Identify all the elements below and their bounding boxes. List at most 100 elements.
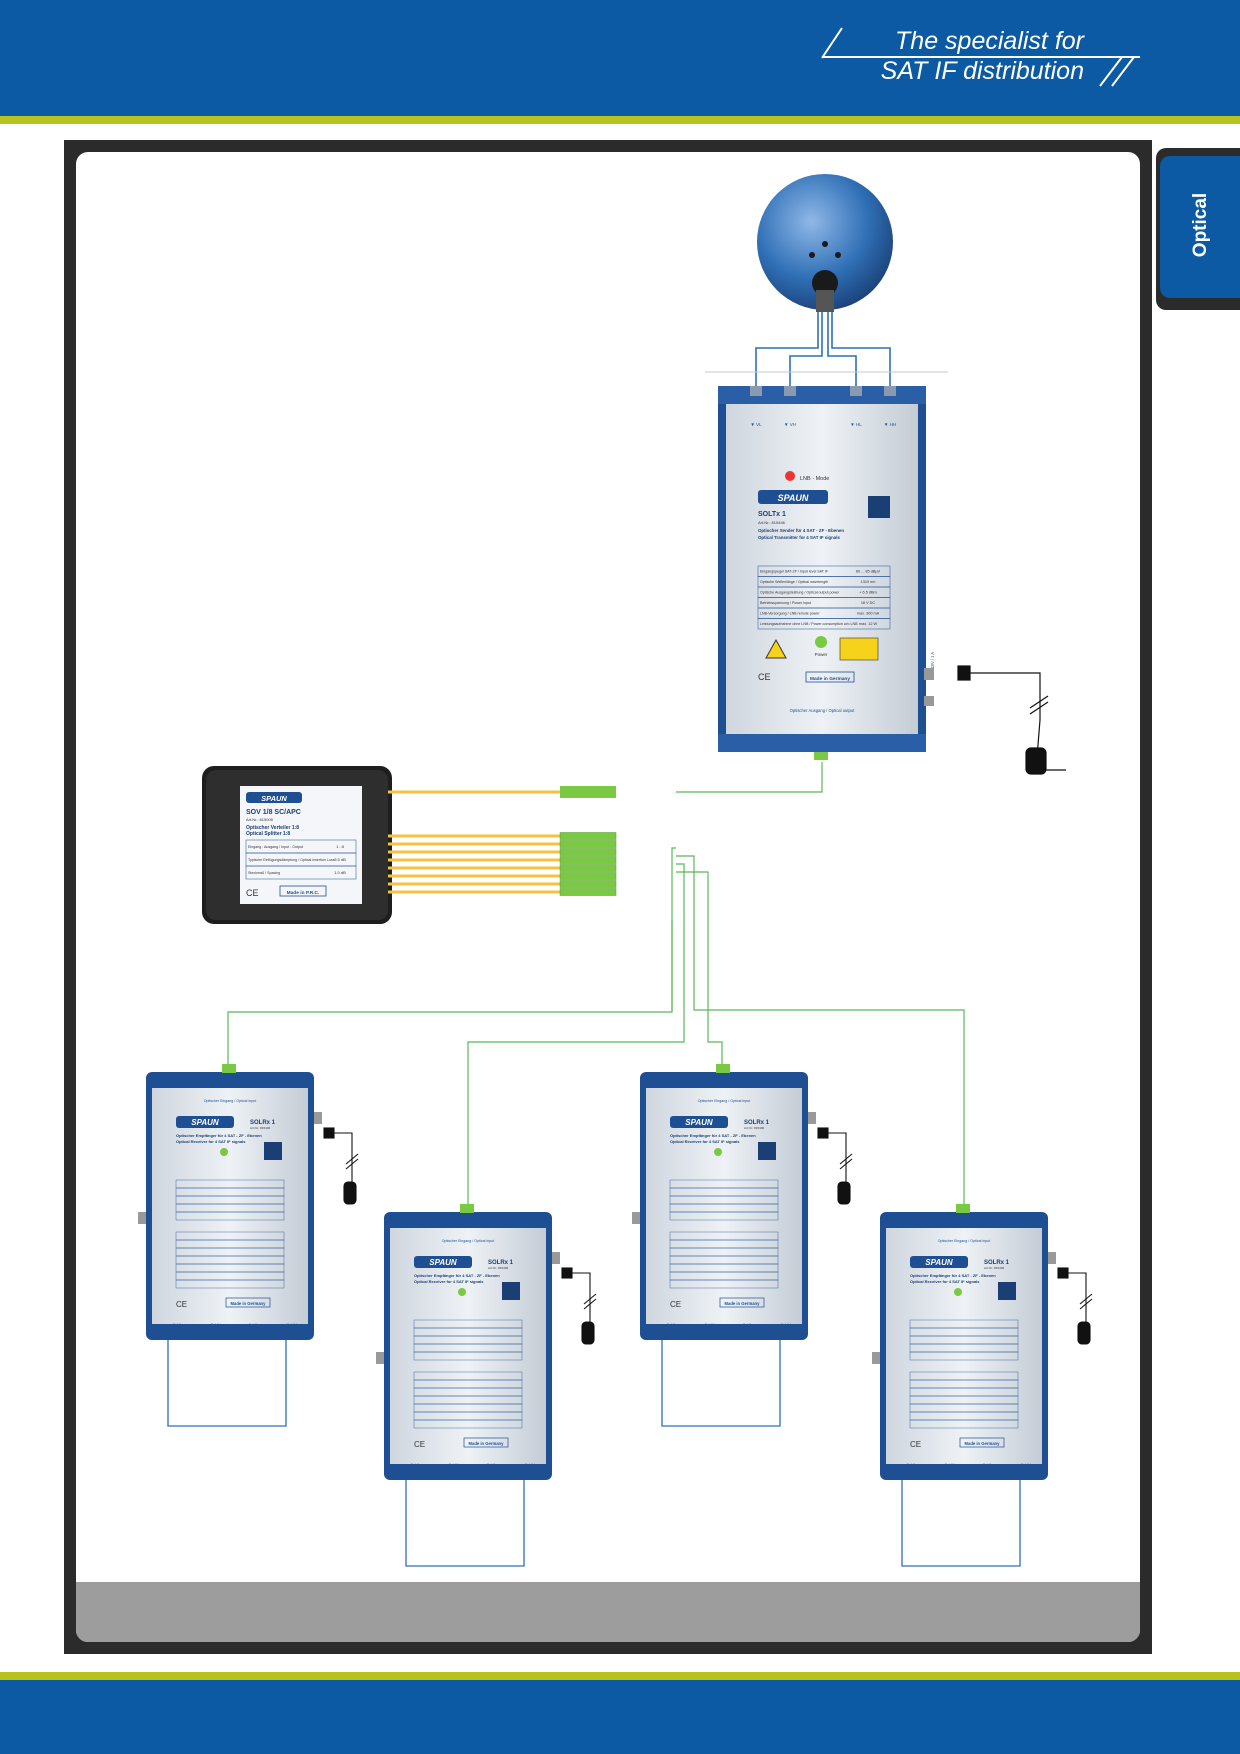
- input-label: ▼ HH: [884, 422, 896, 427]
- fiber-routes-to-receivers: [227, 847, 965, 1210]
- splitter-spec-value: 1 : 8: [336, 844, 345, 849]
- receiver-output-label: ▼ VH: [944, 1462, 955, 1467]
- spec-value: 60 ... 85 dBµV: [856, 570, 881, 574]
- spec-label: Optische Ausgangsleistung / Optical outp…: [760, 591, 840, 595]
- receiver-power-adapter: [817, 1127, 853, 1205]
- receiver-output-label: ▼ VH: [210, 1322, 221, 1327]
- output-sc-connector: [559, 840, 617, 848]
- receiver-power-led: [220, 1148, 228, 1156]
- footer-bar: [0, 1680, 1240, 1754]
- splitter-desc-en: Optical Splitter 1:8: [246, 831, 290, 837]
- qr-code: [868, 496, 890, 518]
- receiver-ce-mark: CE: [670, 1300, 681, 1309]
- receiver-power-led: [954, 1288, 962, 1296]
- receiver-desc-en: Optical Receiver for 4 SAT IF signals: [910, 1279, 980, 1284]
- receiver-desc-en: Optical Receiver for 4 SAT IF signals: [414, 1279, 484, 1284]
- receiver-power-adapter: [561, 1267, 597, 1345]
- receiver-ce-mark: CE: [910, 1440, 921, 1449]
- receiver-input-label: Optischer Eingang / Optical input: [204, 1099, 257, 1103]
- receiver-output-label: ▼ VH: [704, 1322, 715, 1327]
- receiver-model: SOLRx 1: [984, 1260, 1010, 1266]
- splitter-model: SOV 1/8 SC/APC: [246, 809, 301, 816]
- spec-value: + 6.5 dBm: [859, 591, 876, 595]
- transmitter-made-in: Made in Germany: [810, 676, 850, 682]
- transmitter-inputs: ▼ VL▼ VH▼ HL▼ HH: [750, 386, 896, 427]
- receiver-desc-de: Optischer Empfänger für 4 SAT - ZF - Ebe…: [670, 1133, 756, 1138]
- receiver-coax-loop: [901, 1480, 1021, 1567]
- splitter-spec-table: Eingang : Ausgang / Input : Output 1 : 8 T…: [245, 839, 357, 880]
- optical-output-port: [814, 752, 828, 760]
- spec-value: max. 12 W: [859, 622, 878, 626]
- lnb-coax-cables: [755, 312, 891, 388]
- spaun-logo: [758, 490, 828, 504]
- splitter-fiber-pigtails: [388, 786, 617, 896]
- receiver-qr-code: [758, 1142, 776, 1160]
- input-label: ▼ VL: [750, 422, 762, 427]
- spec-value: 18 V DC: [861, 601, 876, 605]
- input-sc-connector: [560, 786, 616, 798]
- input-label: ▼ HL: [850, 422, 862, 427]
- transmitter-art-no: Art.Nr.: 815446: [758, 520, 786, 525]
- optical-input-port: [222, 1064, 236, 1073]
- lnb-feed: [812, 270, 838, 296]
- laser-class-label: [839, 637, 879, 661]
- receiver-output-label: ▼ VL: [172, 1322, 183, 1327]
- receiver-ce-mark: CE: [414, 1440, 425, 1449]
- receiver-art-no: Art.Nr.: 815406: [488, 1266, 509, 1270]
- splitter-spec-label: Eingang : Ausgang / Input : Output: [248, 845, 303, 849]
- receiver-power-led: [458, 1288, 466, 1296]
- spec-label: Eingangspegel SAT-ZF / Input level SAT I…: [760, 570, 829, 574]
- receiver-power-adapter: [323, 1127, 359, 1205]
- output-sc-connector: [559, 832, 617, 840]
- side-tab-optical[interactable]: [1160, 156, 1240, 298]
- receiver-model: SOLRx 1: [488, 1260, 514, 1266]
- receiver-output-label: ▼ HH: [780, 1322, 791, 1327]
- receiver-output-label: ▼ HH: [1020, 1462, 1031, 1467]
- receiver-made-in: Made in Germany: [965, 1441, 1001, 1446]
- splitter-spec-value: 9.5 dB: [334, 857, 346, 862]
- tagline-line1: The specialist for: [895, 27, 1084, 55]
- spec-label: Betriebsspannung / Power input: [760, 601, 811, 605]
- splitter-made-in: Made in P.R.C.: [287, 890, 320, 896]
- receiver-desc-de: Optischer Empfänger für 4 SAT - ZF - Ebe…: [176, 1133, 262, 1138]
- receiver-model: SOLRx 1: [250, 1120, 276, 1126]
- spec-value: max. 300 mA: [857, 612, 880, 616]
- receiver-coax-loop: [661, 1340, 781, 1427]
- receiver-brand: SPAUN: [191, 1118, 219, 1127]
- receiver-output-label: ▼ HH: [524, 1462, 535, 1467]
- optical-input-port: [716, 1064, 730, 1073]
- transmitter-desc-en: Optical Transmitter for 4 SAT IF signals: [758, 535, 840, 540]
- optical-input-port: [956, 1204, 970, 1213]
- spec-label: Leistungsaufnahme ohne LNB / Power consu…: [760, 622, 858, 626]
- receiver-qr-code: [502, 1282, 520, 1300]
- output-sc-connector: [559, 848, 617, 856]
- receiver-output-label: ▼ HL: [982, 1462, 993, 1467]
- transmitter-brand: SPAUN: [778, 493, 809, 503]
- optical-input-port: [460, 1204, 474, 1213]
- receiver-brand: SPAUN: [925, 1258, 953, 1267]
- receiver-power-led: [714, 1148, 722, 1156]
- tagline-line2: SAT IF distribution: [880, 57, 1084, 85]
- splitter-spec-label: Typische Einfügungsdämpfung / Optical in…: [248, 858, 335, 862]
- receiver-art-no: Art.Nr.: 815406: [984, 1266, 1005, 1270]
- optical-splitter: SPAUN SOV 1/8 SC/APC Art.Nr.: 815005 Opt…: [202, 766, 392, 924]
- receiver-output-label: ▼ VL: [666, 1322, 677, 1327]
- receiver-art-no: Art.Nr.: 815406: [744, 1126, 765, 1130]
- receiver-coax-loop: [167, 1340, 287, 1427]
- receiver-made-in: Made in Germany: [469, 1441, 505, 1446]
- receiver-input-label: Optischer Eingang / Optical input: [698, 1099, 751, 1103]
- splitter-art-no: Art.Nr.: 815005: [246, 817, 274, 822]
- receiver-output-label: ▼ VL: [410, 1462, 421, 1467]
- receiver-desc-de: Optischer Empfänger für 4 SAT - ZF - Ebe…: [414, 1273, 500, 1278]
- receiver-desc-de: Optischer Empfänger für 4 SAT - ZF - Ebe…: [910, 1273, 996, 1278]
- optical-transmitter: LNB - Mode SPAUN SOLTx 1 Art.Nr.: 815446…: [718, 386, 935, 760]
- header-bar: [0, 0, 1240, 116]
- output-sc-connector: [559, 864, 617, 872]
- spec-label: Optische Wellenlänge / Optical wavelengt…: [760, 580, 828, 584]
- fiber-tx-to-splitter: [676, 762, 823, 793]
- panel-footer-band: [76, 1582, 1140, 1642]
